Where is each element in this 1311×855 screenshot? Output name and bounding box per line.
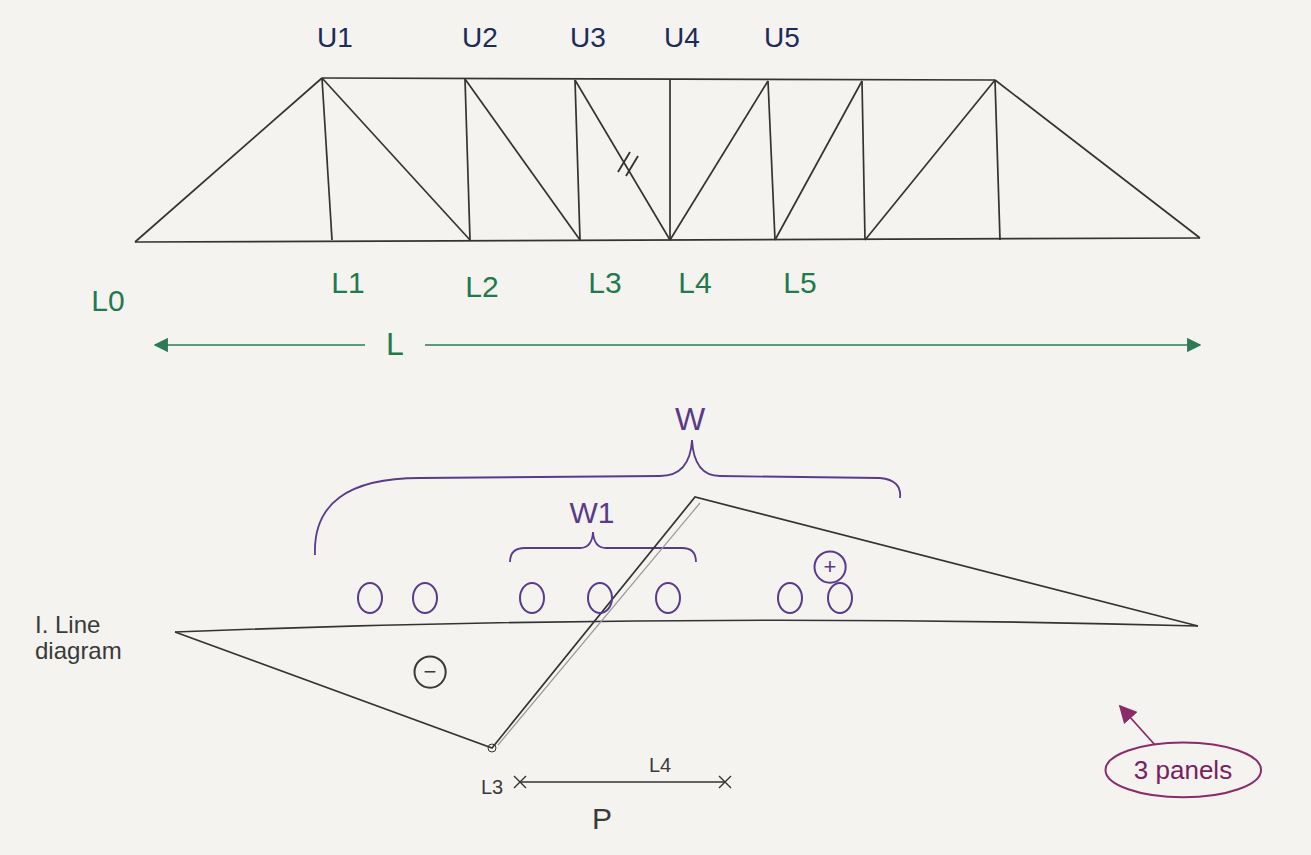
label-text: U2 [462,23,498,54]
truss-member [322,78,995,80]
dimension-tick [719,776,731,788]
truss-member [669,80,671,240]
ordinate-point [488,744,496,752]
label-text: W1 [570,496,615,529]
node-text: + [824,555,837,579]
truss-member [575,80,670,240]
wheel-load [778,583,802,613]
truss-member [670,81,768,240]
wheel-load [828,583,852,613]
panel-dimension [520,781,725,782]
load-brace [510,532,696,562]
label-text: U4 [664,23,700,54]
label-text: L4 [678,266,711,299]
label-text: L1 [331,266,364,299]
truss-member [862,81,865,240]
label-text: L [386,327,404,362]
note-ellipse: 3 panels [1104,741,1263,799]
truss-member [768,81,775,240]
truss-member [135,238,1200,242]
sign-circle: − [413,655,447,689]
label-text: U3 [570,23,606,54]
truss-member [775,81,862,240]
node-outline-shape [414,656,445,687]
influence-line [175,497,1198,748]
label-text: I. Line diagram [35,612,165,665]
base-line [175,620,1198,632]
label-text: L4 [649,754,671,776]
label-text: W [675,402,705,437]
node-text: − [424,660,437,684]
node-text: 3 panels [1134,756,1232,785]
wheel-load [358,583,382,613]
wheel-load [520,583,544,613]
truss-member [465,79,470,240]
label-text: U5 [764,23,800,54]
label-text: L3 [481,776,503,798]
wheel-load [656,583,680,613]
span-dimension [155,344,365,346]
truss-member [995,80,1200,238]
truss-member [465,79,580,240]
truss-member [322,78,470,240]
label-text: L0 [91,284,124,317]
label-text: L5 [783,266,816,299]
node-outline-shape [1105,743,1261,798]
section-mark [626,156,638,176]
label-text: L2 [465,270,498,303]
section-mark [618,152,630,172]
truss-member [995,80,1000,240]
label-text: L3 [588,266,621,299]
load-brace [315,440,900,555]
node-outline-shape [814,551,845,582]
label-text: P [592,802,612,835]
truss-member [865,80,995,240]
truss-member [135,78,322,242]
wheel-load [413,583,437,613]
truss-member [322,78,332,240]
influence-line [498,503,700,745]
note-pointer [1120,706,1155,745]
sign-circle: + [813,550,847,584]
wheel-load [588,583,612,613]
span-dimension [425,344,1200,346]
label-text: U1 [317,23,353,54]
dimension-tick [514,776,526,788]
truss-member [575,80,580,240]
